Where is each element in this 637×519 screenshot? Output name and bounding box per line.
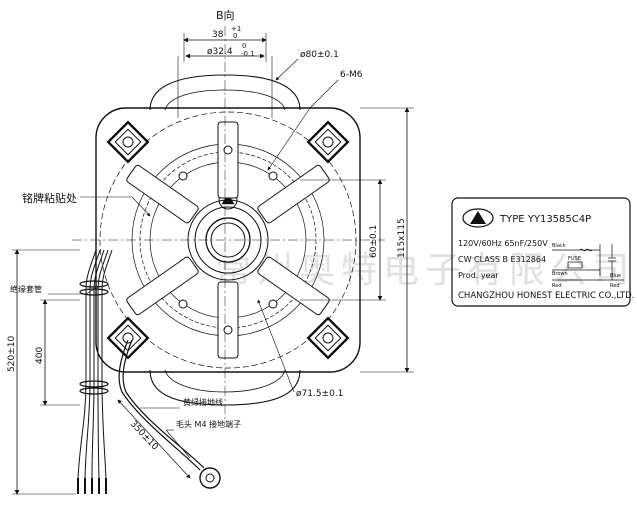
view-label: B向 [216, 8, 235, 22]
screw-holes [178, 145, 278, 335]
corner-nuts [106, 120, 350, 360]
label-nameplate-position: 铭牌粘贴处 [22, 191, 77, 205]
wire-label-red-2: Red [610, 283, 620, 289]
dim-32-tol-upper: 0 [242, 42, 246, 50]
wiring-schematic [552, 244, 624, 281]
lead-wires [77, 249, 113, 494]
dim-60: 60±0.1 [369, 225, 379, 258]
wire-label-brown: Brown [552, 271, 568, 277]
dim-screws: 6-M6 [340, 70, 363, 80]
dim-38: 38 [212, 30, 224, 40]
ground-wire [118, 339, 221, 489]
nameplate-type: TYPE YY13585C4P [499, 214, 591, 225]
wire-label-blue: Blue [610, 273, 621, 279]
dim-520: 520±10 [7, 336, 17, 372]
label-ground-terminal: 毛头 M4 接地端子 [176, 419, 241, 429]
dim-32-tol-lower: -0.1 [241, 50, 255, 58]
nameplate-prod: Prod. year [458, 271, 499, 280]
label-insulation-sleeve: 绝缘套管 [10, 284, 42, 294]
nameplate-rating: 120V/60Hz 65nF/250V [458, 239, 548, 248]
dim-71: ø71.5±0.1 [296, 389, 343, 399]
dim-38-tol-upper: +1 [231, 25, 241, 33]
center-lines [72, 26, 385, 420]
dim-80: ø80±0.1 [300, 50, 339, 60]
wire-label-black: Black [552, 243, 566, 249]
nameplate-class: CW CLASS B E312864 [458, 255, 546, 264]
dim-38-tol-lower: 0 [233, 32, 237, 40]
dim-115: 115x115 [397, 218, 407, 258]
dim-32: ø32.4 [207, 47, 233, 57]
nameplate-company: CHANGZHOU HONEST ELECTRIC CO.,LTD. [458, 291, 634, 301]
wire-label-red: Red [552, 283, 562, 289]
brand-logo-icon [462, 208, 494, 228]
dim-400: 400 [35, 347, 45, 364]
fuse-label: FUSE [568, 256, 581, 262]
nameplate: TYPE YY13585C4P 120V/60Hz 65nF/250V CW C… [451, 197, 634, 307]
label-ground-wire: 黄绿接地线 [183, 397, 223, 407]
